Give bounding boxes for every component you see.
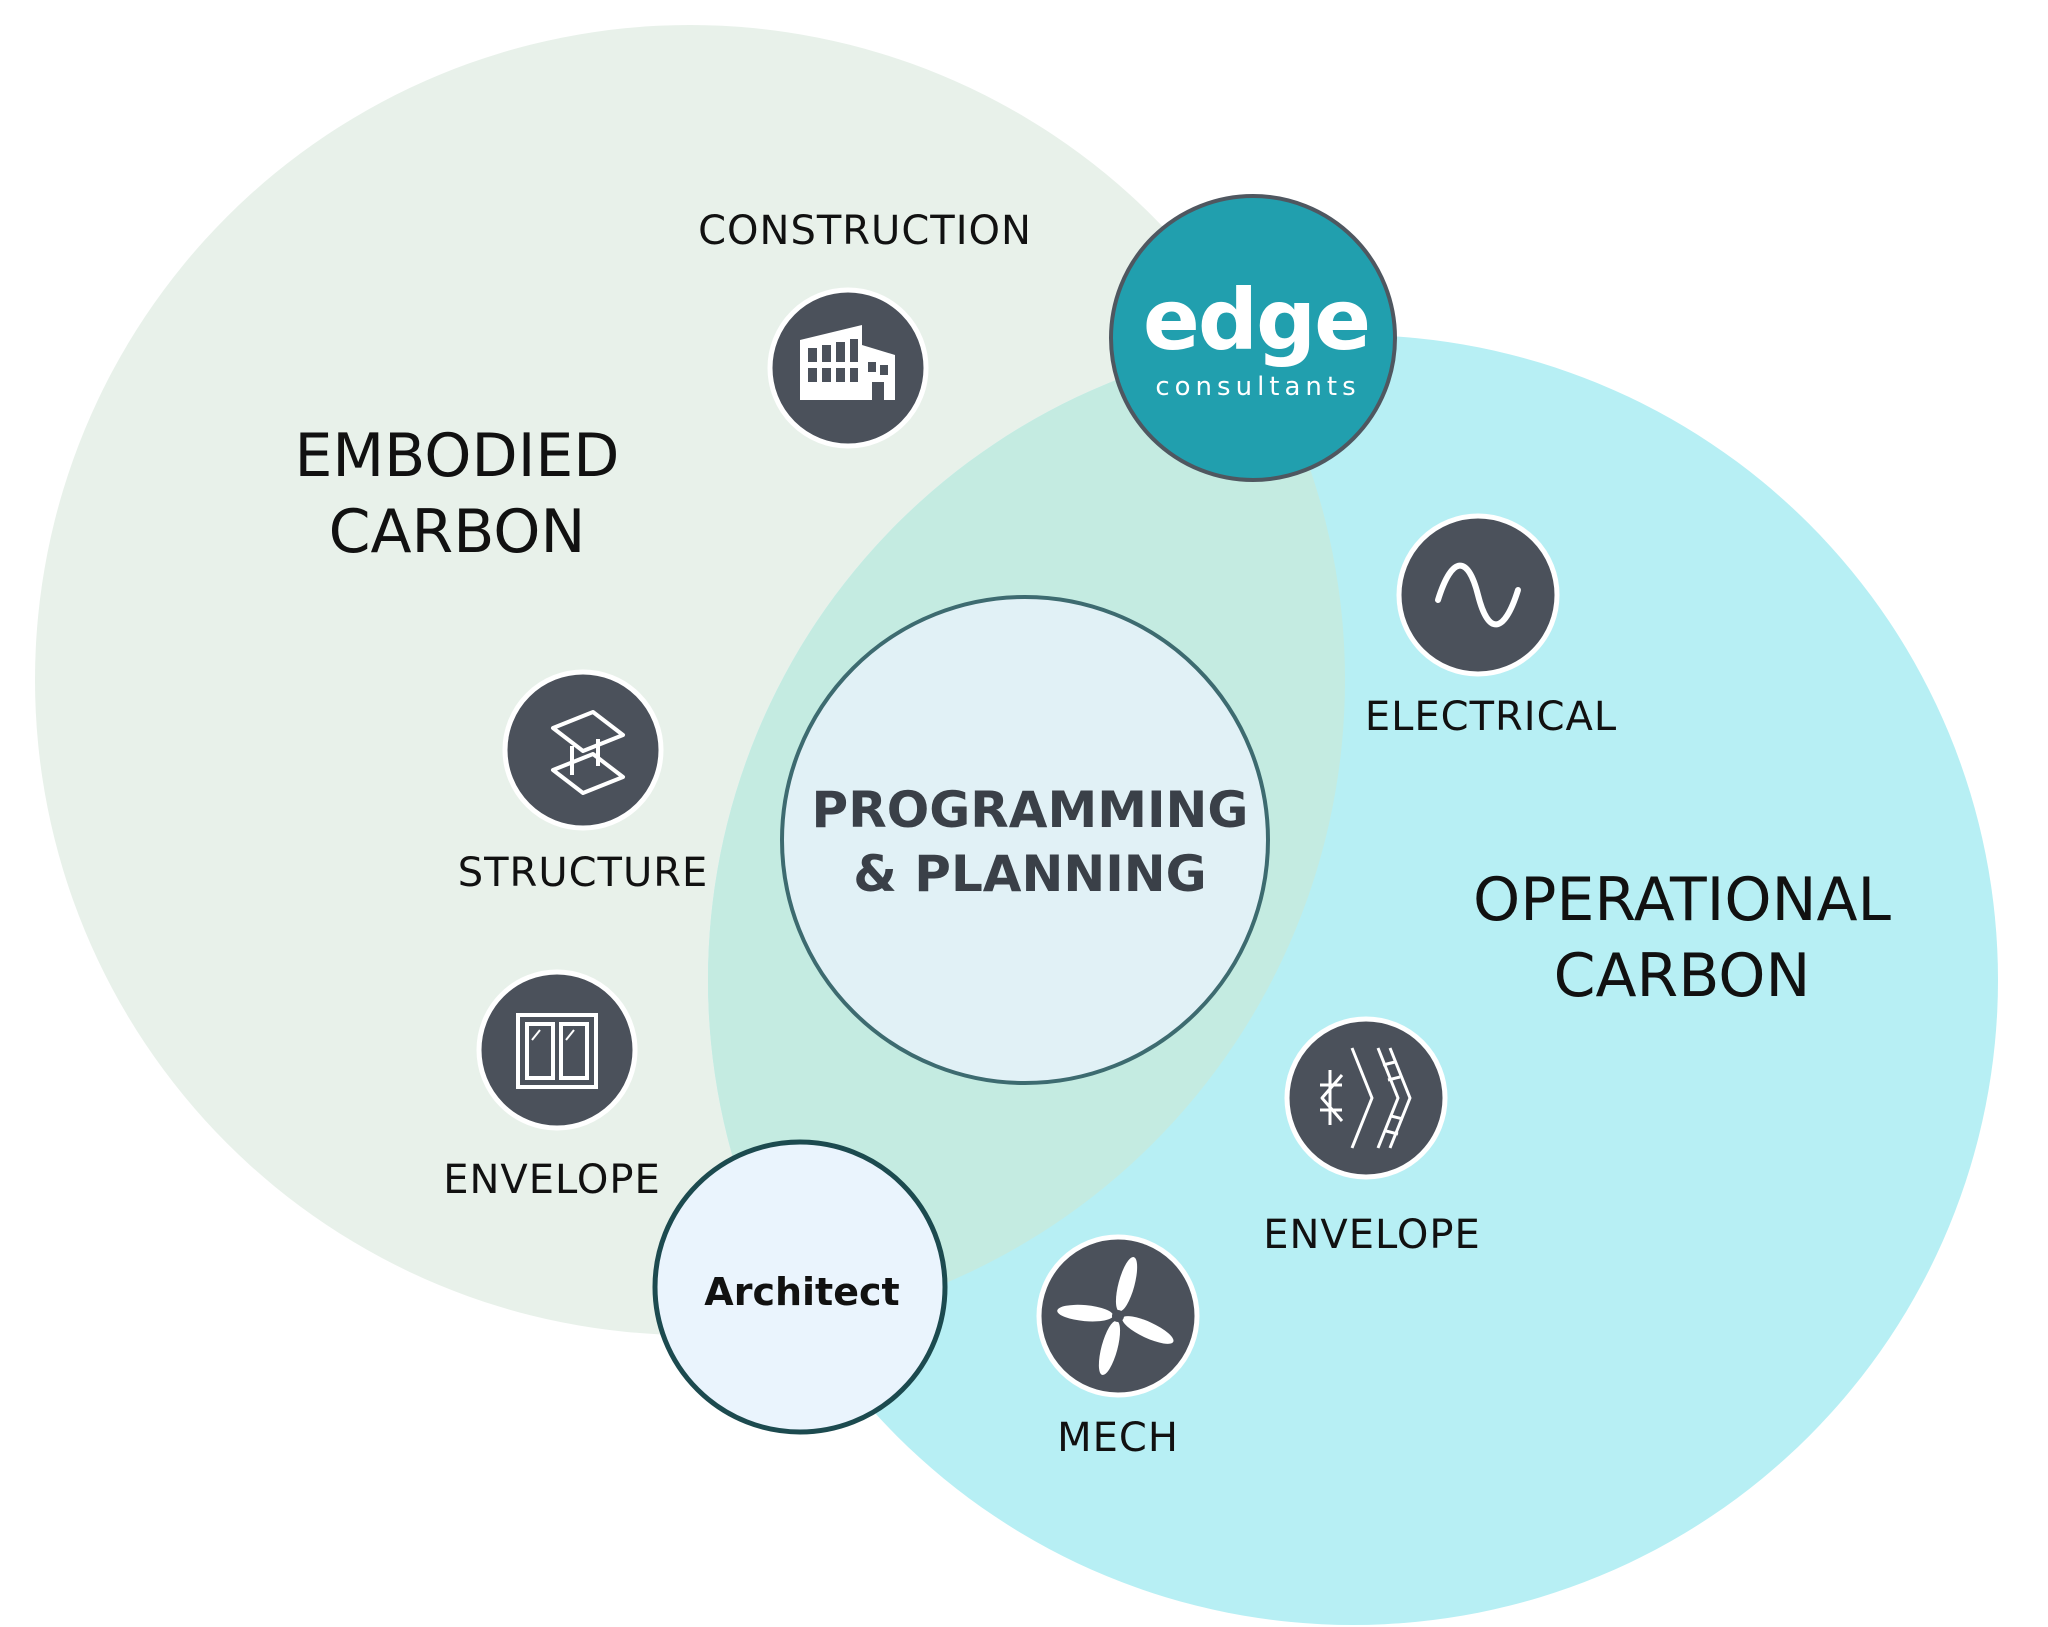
embodied-line1: EMBODIED — [294, 421, 620, 491]
embodied-line2: CARBON — [328, 497, 586, 567]
wall-section-icon — [1284, 1016, 1448, 1180]
electrical-label: ELECTRICAL — [1364, 694, 1618, 740]
center-line2: & PLANNING — [853, 845, 1207, 903]
envelope-operational-label: ENVELOPE — [1263, 1212, 1481, 1258]
mech-label: MECH — [1057, 1415, 1179, 1461]
operational-line1: OPERATIONAL — [1473, 865, 1891, 935]
envelope-embodied-label: ENVELOPE — [443, 1157, 661, 1203]
construction-label: CONSTRUCTION — [698, 208, 1032, 254]
steel-beam-icon — [502, 669, 664, 831]
operational-carbon-title: OPERATIONAL CARBON — [1473, 862, 1891, 1014]
center-line1: PROGRAMMING — [811, 781, 1249, 839]
operational-line2: CARBON — [1553, 941, 1811, 1011]
logo-wordmark: edge — [1142, 271, 1371, 369]
architect-label: Architect — [704, 1270, 900, 1314]
embodied-carbon-title: EMBODIED CARBON — [294, 418, 619, 570]
structure-label: STRUCTURE — [457, 850, 709, 896]
edge-consultants-logo — [1109, 194, 1397, 482]
fan-icon — [1036, 1234, 1200, 1398]
sine-wave-icon — [1396, 513, 1560, 677]
programming-planning-label: PROGRAMMING & PLANNING — [812, 778, 1249, 906]
logo-subtitle: consultants — [1155, 372, 1361, 402]
window-icon — [476, 969, 638, 1131]
programming-planning-circle — [780, 595, 1270, 1085]
building-icon — [767, 287, 929, 449]
architect-circle — [652, 1139, 948, 1435]
